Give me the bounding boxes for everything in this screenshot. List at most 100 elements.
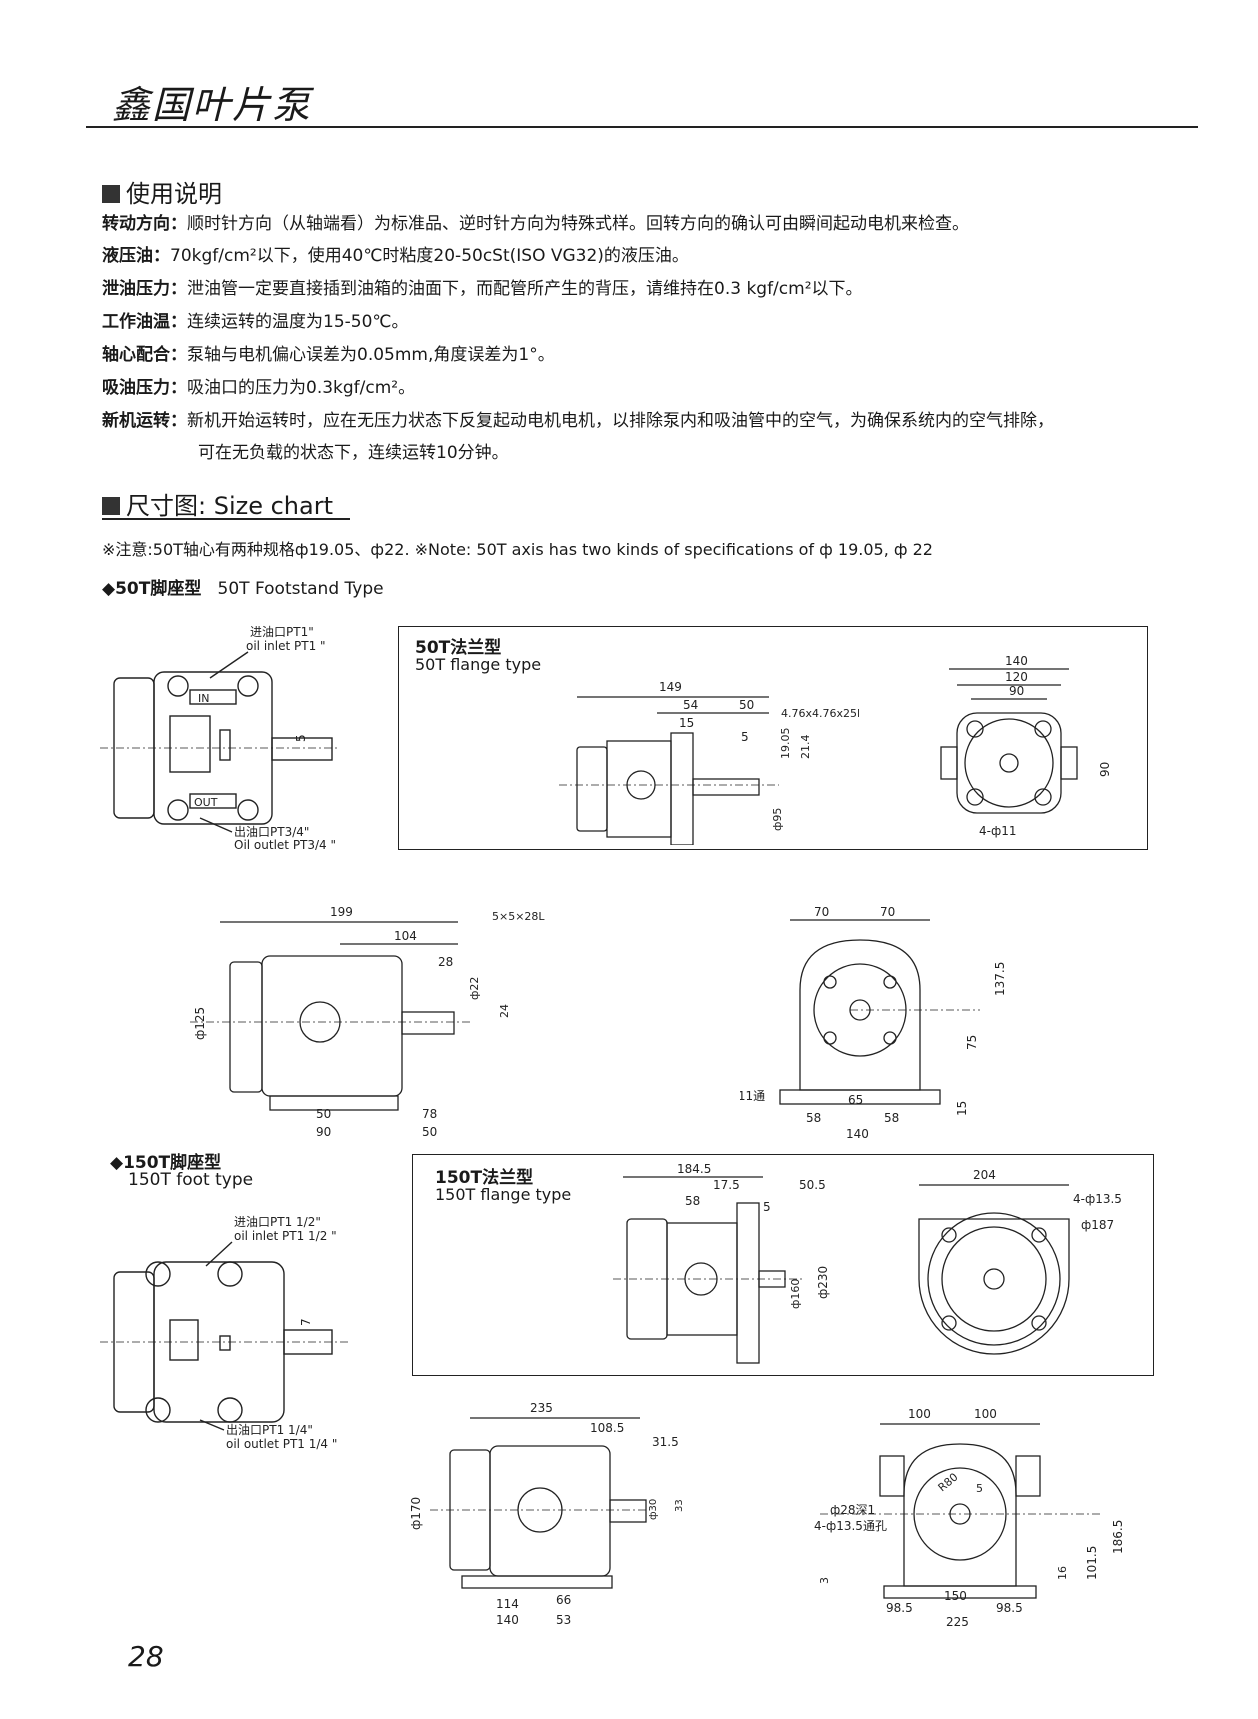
- s50-outlet-cn: 出油口PT3/4": [234, 825, 309, 839]
- dim-50b: 50: [422, 1125, 437, 1139]
- s50-inlet-bolt: [237, 675, 259, 697]
- foot-body: [489, 1445, 611, 1577]
- flange-ring-outer: [927, 1212, 1061, 1346]
- flange-ring-inner: [941, 1226, 1047, 1332]
- usage-line-5: 轴心配合：泵轴与电机偏心误差为0.05mm,角度误差为1°。: [102, 345, 555, 365]
- housing: [903, 1443, 1017, 1587]
- s50-foot-side-drawing: 199 104 5×5×28L 28 ф22 24 ф125 50 78 90 …: [190, 905, 545, 1139]
- foot-cover: [229, 961, 263, 1093]
- s150-outlet-leader: [199, 1419, 225, 1431]
- flange-face: [918, 1218, 1070, 1355]
- s50-flange-front-drawing: 140 120 90 90 4-ф11: [940, 654, 1112, 838]
- dim-key: 4.76x4.76x25L: [781, 707, 859, 720]
- dim-65: 65: [848, 1093, 863, 1107]
- size-chart-underline: [102, 518, 350, 520]
- s50-nameplate: [169, 715, 211, 773]
- flange-plate: [736, 1202, 760, 1364]
- s150-flange-front-drawing: 204 4-ф13.5 ф187: [918, 1168, 1122, 1355]
- dim-58: 58: [685, 1194, 700, 1208]
- s150-outlet-bolt: [217, 1397, 243, 1423]
- s50-foot-title: ◆50T脚座型 50T Footstand Type: [102, 574, 384, 599]
- dim-50-5: 50.5: [799, 1178, 826, 1192]
- housing-ring: [813, 963, 907, 1057]
- s50-outlet-bolt: [237, 799, 259, 821]
- dim-30: ф30: [648, 1499, 659, 1520]
- flange-shaft: [692, 778, 760, 796]
- size-chart-heading-text: 尺寸图: Size chart: [126, 492, 333, 520]
- s150-outlet-cn: 出油口PT1 1/4": [226, 1423, 313, 1437]
- dim-21: 21.4: [799, 735, 812, 760]
- s150-foot-title-cn-text: ◆150T脚座型: [110, 1153, 222, 1173]
- dim-15: 15: [679, 716, 694, 730]
- usage-text: 泄油管一定要直接插到油箱的油面下，而配管所产生的背压，请维持在0.3 kgf/c…: [187, 279, 863, 299]
- dim-54: 54: [683, 698, 698, 712]
- s50-foot-top-drawing: 进油口PT1" oil inlet PT1 " IN OUT 5 出油口PT3/…: [100, 625, 340, 850]
- s150-foot-title-en: 150T foot type: [128, 1170, 254, 1190]
- s50-out-port: [189, 793, 237, 809]
- flange-bore: [999, 753, 1019, 773]
- flange-face: [956, 712, 1062, 814]
- dim-100a: 100: [908, 1407, 931, 1421]
- s150-flange-title-cn: 150T法兰型: [435, 1168, 534, 1188]
- usage-label: 泄油压力：: [102, 279, 187, 299]
- dim-104: 104: [394, 929, 417, 943]
- s50-outlet-en: Oil outlet PT3/4 ": [234, 838, 336, 850]
- foot-base: [779, 1089, 941, 1105]
- s50-inlet-leader: [209, 651, 249, 679]
- usage-label: 转动方向：: [102, 214, 187, 234]
- bolt: [883, 975, 897, 989]
- flange-lug: [940, 746, 958, 780]
- dim-160: ф160: [789, 1279, 802, 1309]
- dim-150: 150: [944, 1589, 967, 1603]
- page-title: 鑫国叶片泵: [112, 83, 313, 127]
- dim-key: 5×5×28L: [492, 910, 545, 923]
- s50-flange-title-cn: 50T法兰型: [415, 638, 502, 658]
- dim-98-5a: 98.5: [886, 1601, 913, 1615]
- s150-flange-title-en: 150T flange type: [435, 1185, 572, 1204]
- usage-line-6: 吸油压力：吸油口的压力为0.3kgf/cm²。: [102, 378, 415, 398]
- s50-flange-box: 50T法兰型 50T flange type 149 54 50 15 5 4.…: [398, 626, 1148, 850]
- bolt: [883, 1031, 897, 1045]
- dim-186-5: 186.5: [1111, 1520, 1125, 1554]
- dim-15: 15: [955, 1101, 969, 1116]
- dim-120: 120: [1005, 670, 1028, 684]
- dim-4-13-5: 4-ф13.5通孔: [814, 1519, 887, 1533]
- usage-text: 顺时针方向（从轴端看）为标准品、逆时针方向为特殊式样。回转方向的确认可由瞬间起动…: [187, 214, 969, 234]
- s150-inlet-bolt: [217, 1261, 243, 1287]
- dim-101-5: 101.5: [1085, 1546, 1099, 1580]
- s50-slot: [219, 729, 231, 761]
- dim-75: 75: [965, 1035, 979, 1050]
- dim-98-5b: 98.5: [996, 1601, 1023, 1615]
- dim-125: ф125: [193, 1007, 207, 1040]
- flange-bore: [983, 1268, 1005, 1290]
- dim-17-5: 17.5: [713, 1178, 740, 1192]
- s150-foot-front-drawing: 100 100 ф28深1 4-ф13.5通孔 R80 5 3 16 101.5…: [814, 1407, 1125, 1628]
- dim-33: 33: [674, 1499, 685, 1512]
- housing: [799, 939, 921, 1091]
- dim-28: 28: [438, 955, 453, 969]
- bolt: [823, 1031, 837, 1045]
- bolt: [823, 975, 837, 989]
- s50-inlet-en: oil inlet PT1 ": [246, 639, 326, 653]
- s50-in-label: IN: [198, 692, 209, 705]
- usage-text: 可在无负载的状态下，连续运转10分钟。: [198, 443, 509, 463]
- s50-in-port: [189, 689, 237, 705]
- s150-flange-box: 150T法兰型 150T flange type 184.5 17.5 50.5…: [412, 1154, 1154, 1376]
- dim-58a: 58: [806, 1111, 821, 1125]
- dim-230: ф230: [816, 1266, 830, 1299]
- dim-187: ф187: [1081, 1218, 1114, 1232]
- dim-66: 66: [556, 1593, 571, 1607]
- flange-cover: [576, 746, 608, 832]
- dim-170: ф170: [410, 1497, 423, 1530]
- foot-body: [261, 955, 403, 1097]
- usage-label: 工作油温：: [102, 312, 187, 332]
- dim-78: 78: [422, 1107, 437, 1121]
- s50-foot-title-en: 50T Footstand Type: [217, 579, 384, 599]
- dim-r80: R80: [936, 1470, 961, 1494]
- flange-hole: [1031, 1315, 1047, 1331]
- dim-4-11: 4ф11通: [740, 1089, 765, 1103]
- flange-plate: [670, 732, 694, 845]
- usage-heading: 使用说明: [102, 174, 222, 209]
- dim-70b: 70: [880, 905, 895, 919]
- s50-shaft: [271, 737, 333, 761]
